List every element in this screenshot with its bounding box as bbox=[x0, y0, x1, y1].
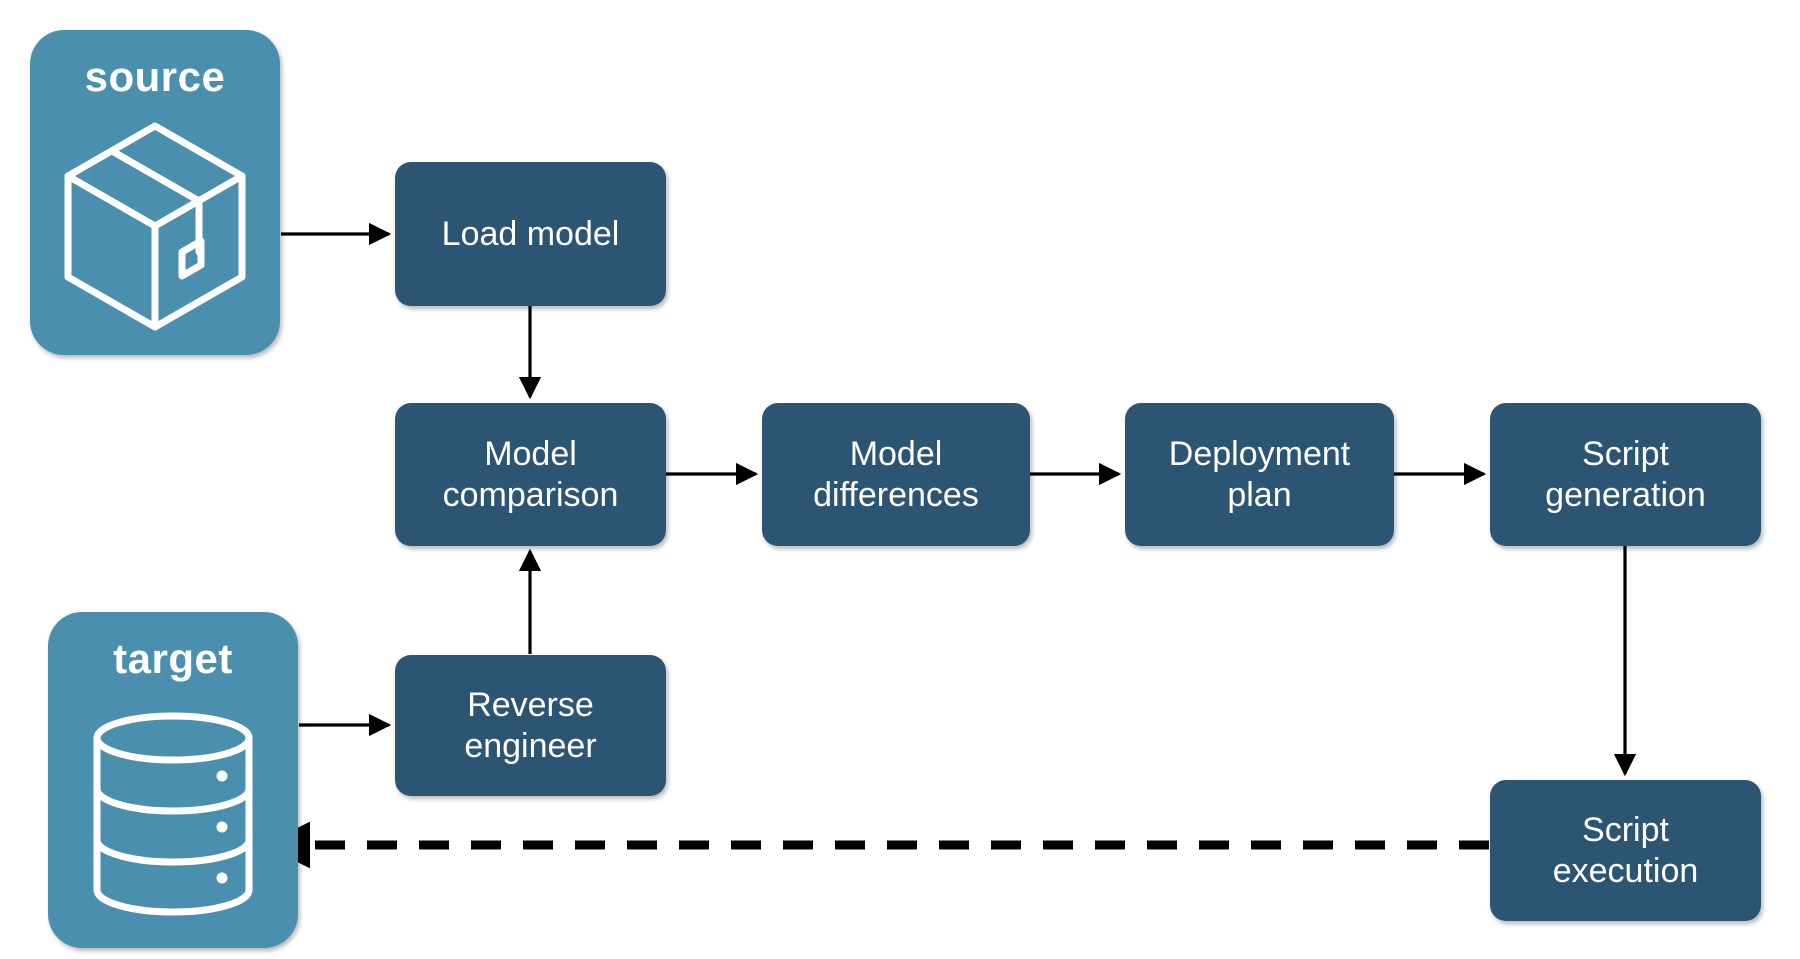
source-card[interactable]: source bbox=[30, 30, 280, 355]
node-script-execution-label: Script execution bbox=[1552, 811, 1699, 890]
database-cylinder-icon bbox=[48, 680, 298, 948]
node-script-execution[interactable]: Script execution bbox=[1490, 780, 1761, 921]
node-load-model-label: Load model bbox=[441, 214, 620, 253]
node-reverse-engineer[interactable]: Reverse engineer bbox=[395, 655, 666, 796]
target-card-label: target bbox=[113, 635, 233, 682]
node-model-differences-label: Model differences bbox=[813, 435, 979, 514]
node-model-comparison[interactable]: Model comparison bbox=[395, 403, 666, 546]
node-reverse-engineer-label: Reverse engineer bbox=[464, 686, 597, 765]
source-card-label: source bbox=[84, 53, 226, 100]
node-deployment-plan[interactable]: Deployment plan bbox=[1125, 403, 1394, 546]
node-deployment-plan-label: Deployment plan bbox=[1168, 435, 1351, 514]
node-model-comparison-label: Model comparison bbox=[442, 435, 619, 514]
node-model-differences[interactable]: Model differences bbox=[762, 403, 1030, 546]
node-script-generation[interactable]: Script generation bbox=[1490, 403, 1761, 546]
package-box-icon bbox=[30, 98, 280, 355]
node-load-model[interactable]: Load model bbox=[395, 162, 666, 306]
node-script-generation-label: Script generation bbox=[1545, 435, 1706, 514]
target-card[interactable]: target bbox=[48, 612, 298, 948]
